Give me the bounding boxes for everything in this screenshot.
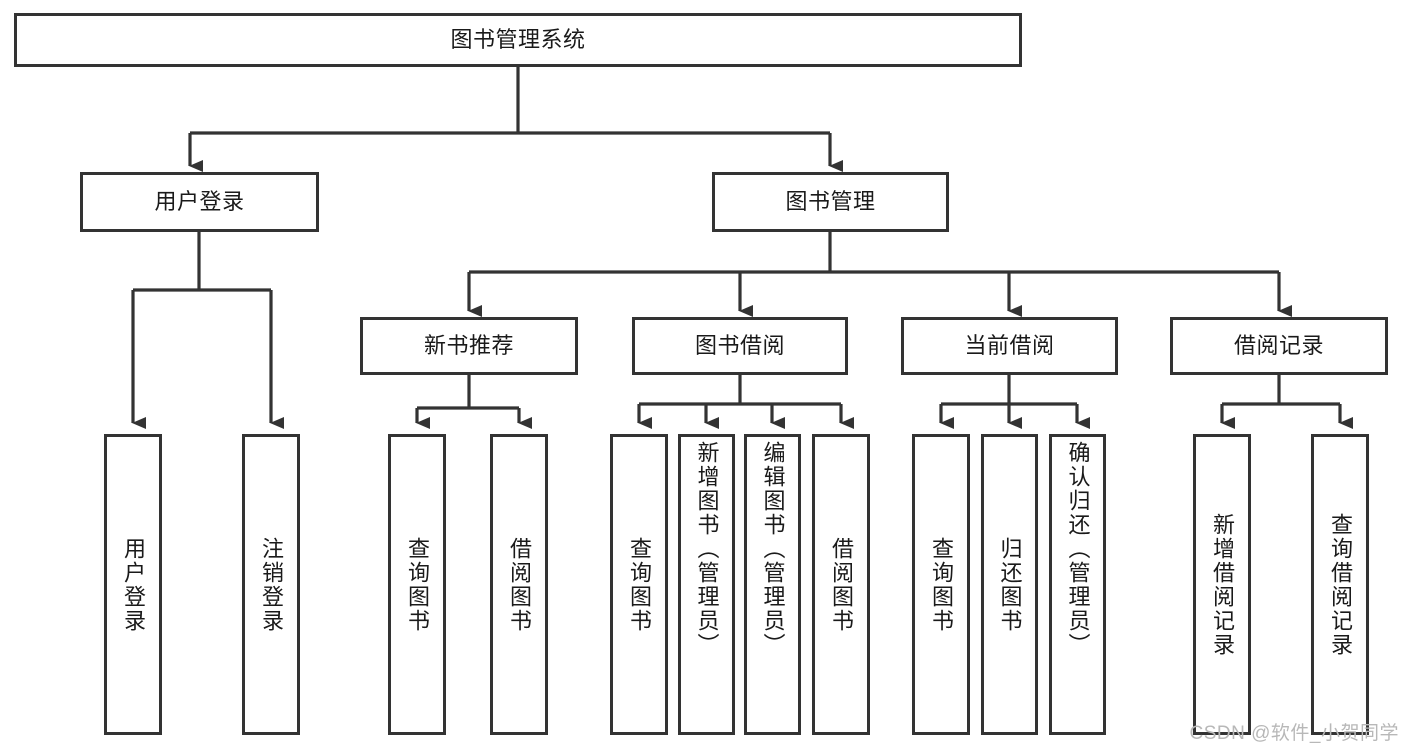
leaf-records-query-record[interactable]: 查询借阅记录	[1311, 434, 1369, 735]
leaf-current-return-book[interactable]: 归还图书	[981, 434, 1038, 735]
node-label: 用户登录	[121, 536, 146, 633]
node-label: 新增图书（管理员）	[694, 441, 720, 657]
node-label: 归还图书	[997, 536, 1023, 633]
node-book-borrow[interactable]: 图书借阅	[632, 317, 848, 375]
node-current-borrow[interactable]: 当前借阅	[901, 317, 1118, 375]
node-root-system[interactable]: 图书管理系统	[14, 13, 1022, 67]
node-label: 借阅图书	[829, 536, 854, 633]
node-new-book-recommend[interactable]: 新书推荐	[360, 317, 578, 375]
node-book-management[interactable]: 图书管理	[712, 172, 949, 232]
leaf-user-login-login[interactable]: 用户登录	[104, 434, 162, 735]
node-label: 注销登录	[259, 536, 284, 633]
node-borrow-records[interactable]: 借阅记录	[1170, 317, 1388, 375]
node-label: 图书管理系统	[450, 26, 586, 52]
leaf-newbook-query-book[interactable]: 查询图书	[388, 434, 446, 735]
leaf-borrow-borrow-book[interactable]: 借阅图书	[812, 434, 870, 735]
leaf-borrow-edit-book-admin[interactable]: 编辑图书（管理员）	[744, 434, 801, 735]
node-label: 查询图书	[929, 536, 954, 633]
leaf-records-add-record[interactable]: 新增借阅记录	[1193, 434, 1251, 735]
leaf-user-login-logout[interactable]: 注销登录	[242, 434, 300, 735]
node-label: 用户登录	[154, 188, 245, 214]
node-label: 借阅图书	[507, 536, 532, 633]
node-label: 图书管理	[785, 188, 876, 214]
node-label: 查询借阅记录	[1328, 512, 1353, 657]
leaf-newbook-borrow-book[interactable]: 借阅图书	[490, 434, 548, 735]
node-label: 查询图书	[405, 536, 430, 633]
node-label: 当前借阅	[964, 332, 1055, 358]
node-label: 编辑图书（管理员）	[760, 441, 786, 657]
node-label: 图书借阅	[694, 332, 785, 358]
leaf-current-confirm-return-admin[interactable]: 确认归还（管理员）	[1049, 434, 1106, 735]
node-label: 确认归还（管理员）	[1065, 441, 1091, 657]
node-user-login[interactable]: 用户登录	[80, 172, 319, 232]
leaf-borrow-add-book-admin[interactable]: 新增图书（管理员）	[678, 434, 735, 735]
leaf-borrow-query-book[interactable]: 查询图书	[610, 434, 668, 735]
node-label: 借阅记录	[1233, 332, 1324, 358]
node-label: 查询图书	[627, 536, 652, 633]
leaf-current-query-book[interactable]: 查询图书	[912, 434, 970, 735]
node-label: 新增借阅记录	[1210, 512, 1235, 657]
node-label: 新书推荐	[423, 332, 514, 358]
